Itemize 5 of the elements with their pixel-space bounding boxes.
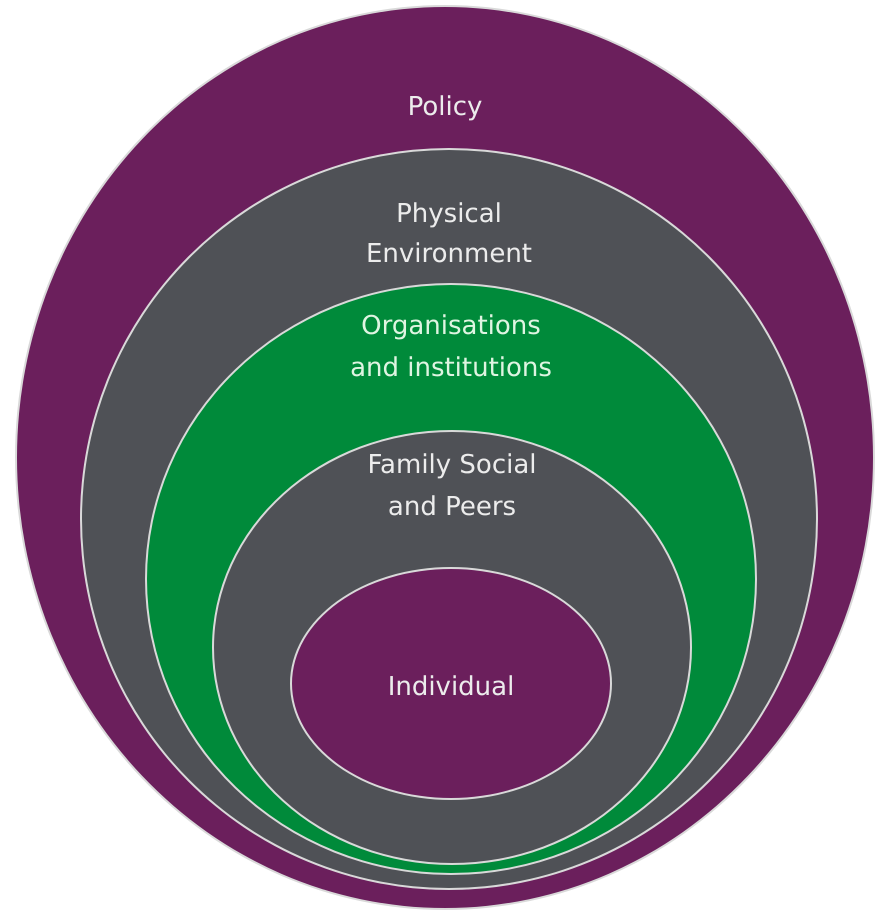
ring-label: Physical Environment xyxy=(364,198,534,271)
ring-label: Individual xyxy=(388,671,514,704)
ring-label: Family Social and Peers xyxy=(366,449,538,524)
ring-label: Policy xyxy=(408,91,482,124)
ring-label: Organisations and institutions xyxy=(349,310,553,385)
